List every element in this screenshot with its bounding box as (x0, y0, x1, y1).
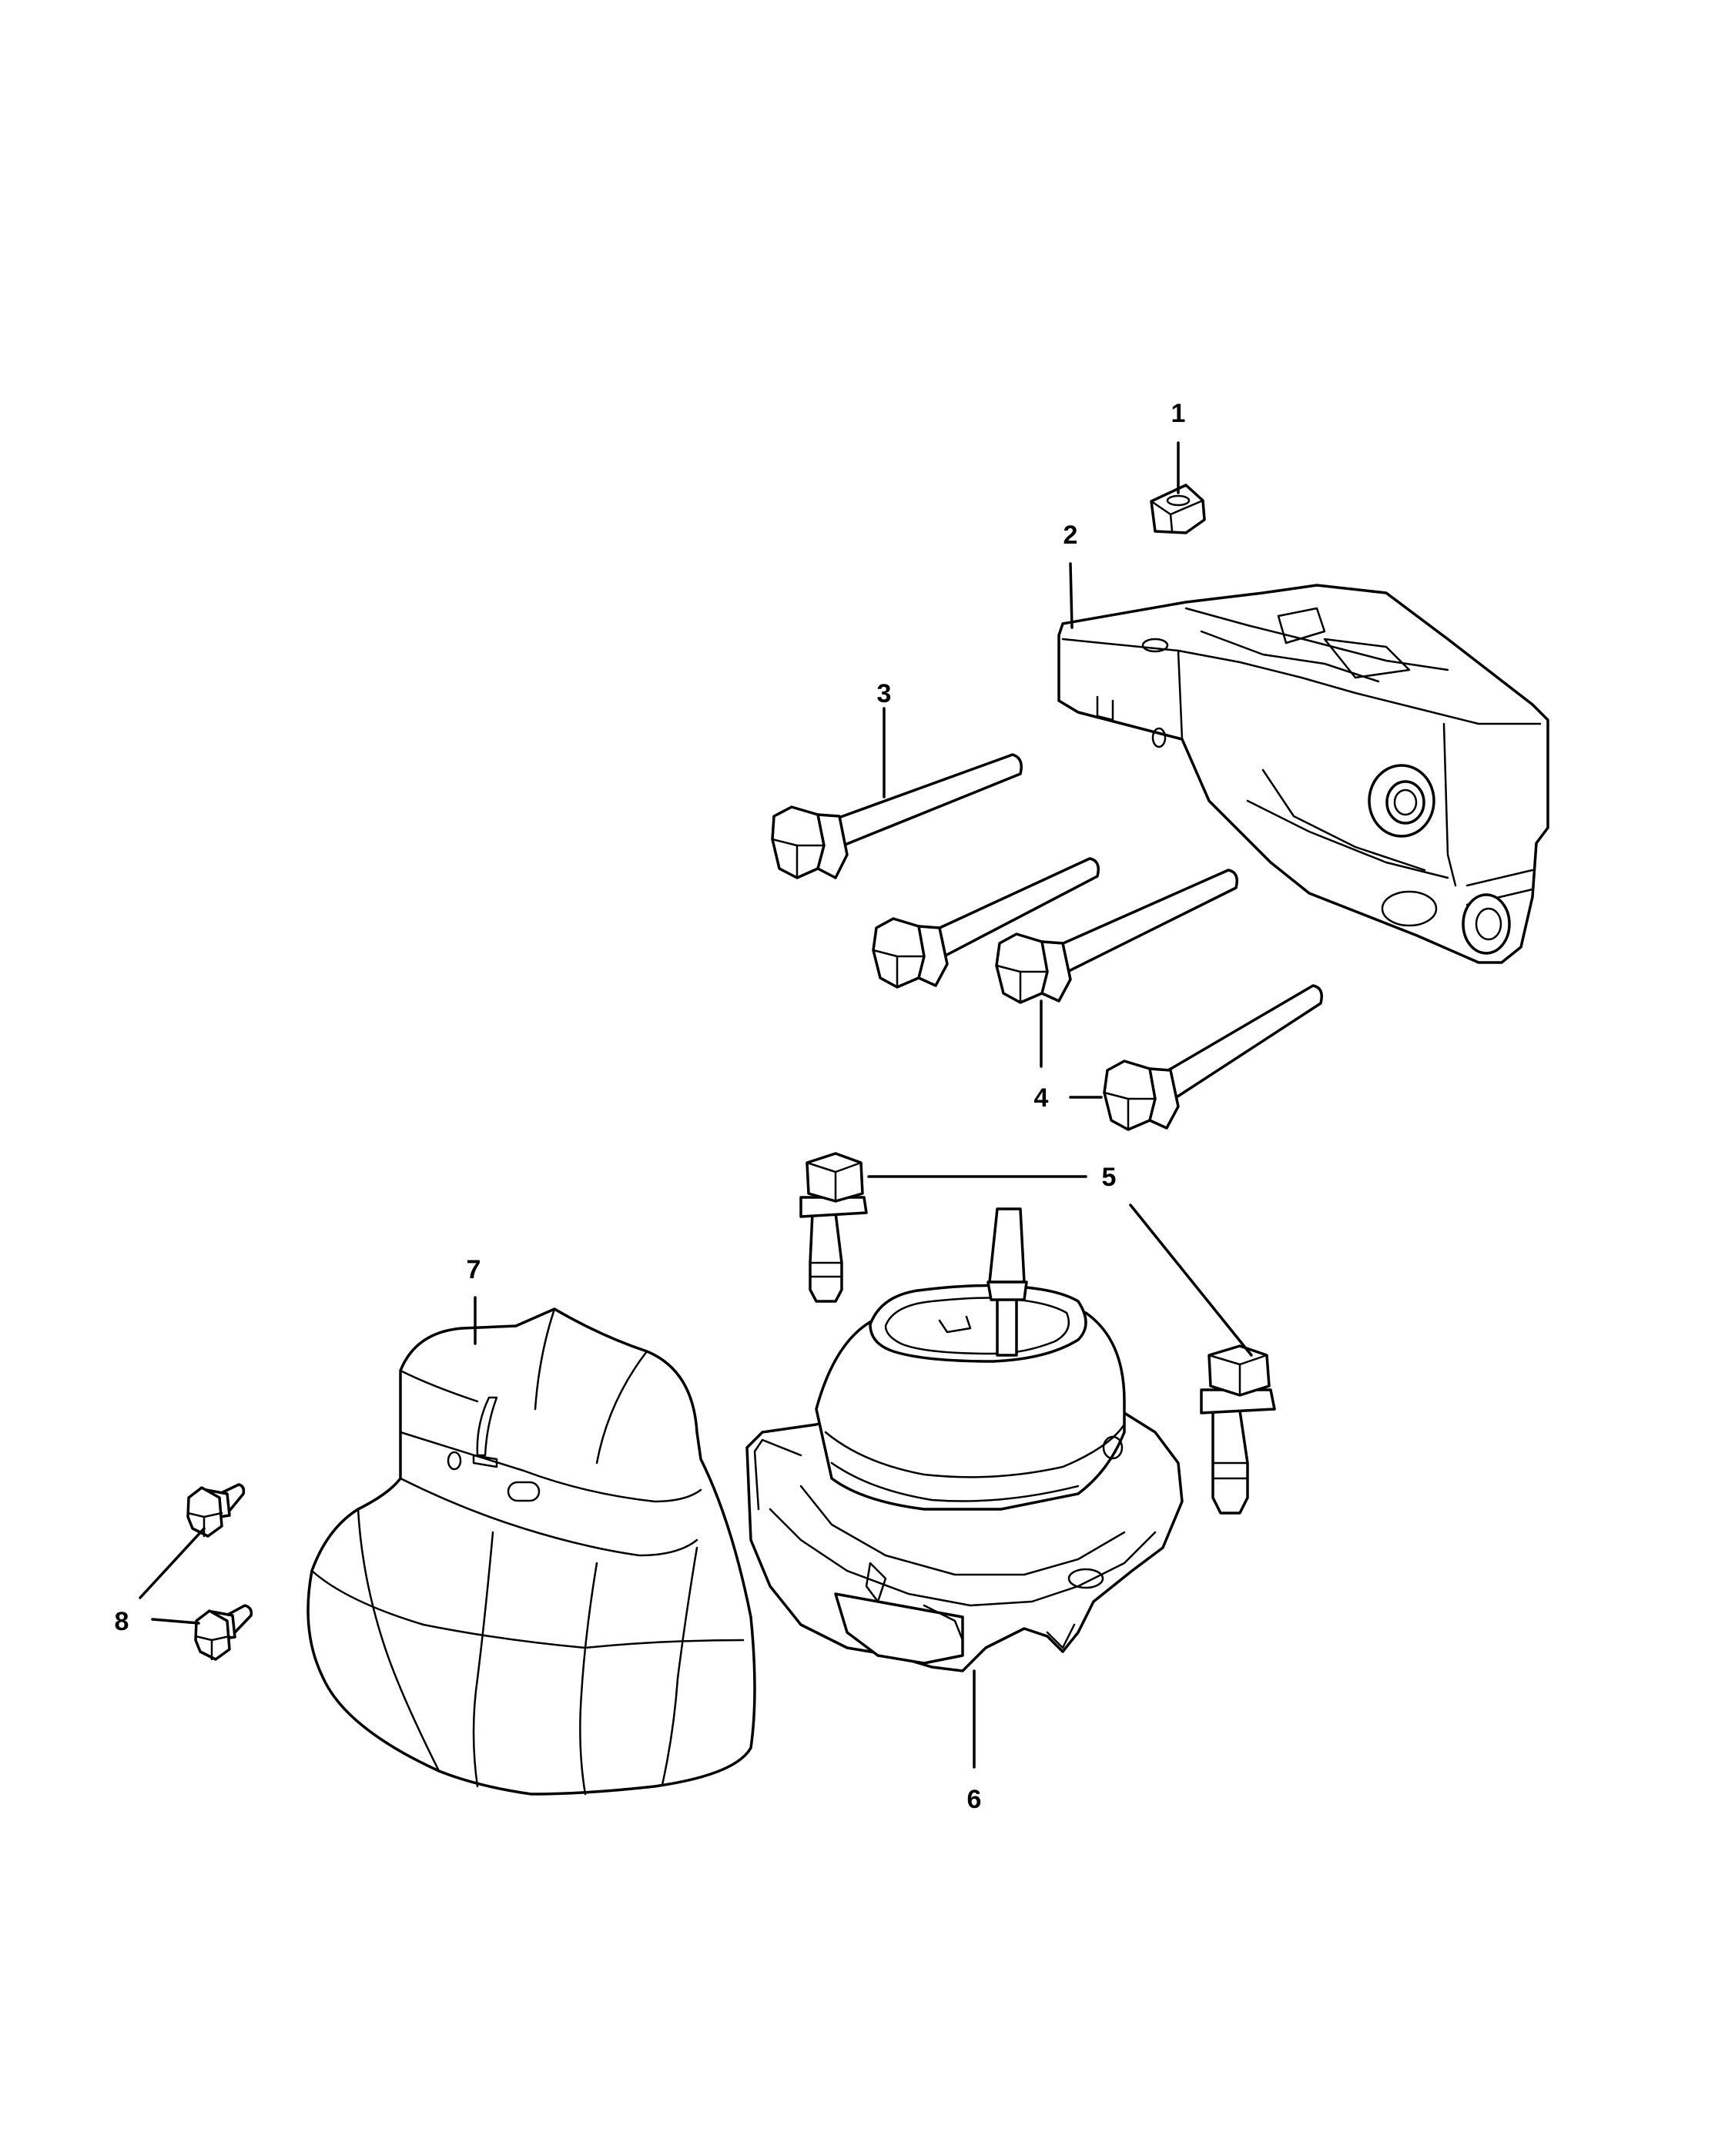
leader-lines (139, 441, 1253, 1769)
callout-5: 5 (1102, 1163, 1117, 1192)
part-3-long-bolt (771, 753, 1023, 879)
part-2-mount-bracket (1057, 584, 1549, 964)
part-1-hex-nut (1150, 484, 1206, 534)
bolt-middle (872, 857, 1100, 989)
part-4-bolt-upper (995, 869, 1238, 1004)
callout-6: 6 (967, 1785, 982, 1814)
callout-4: 4 (1034, 1083, 1049, 1113)
callout-3: 3 (877, 679, 892, 708)
callout-8: 8 (115, 1607, 129, 1636)
leader-8a (139, 1527, 206, 1599)
part-8-small-bolt-upper (186, 1483, 246, 1538)
leader-5b (1129, 1204, 1253, 1357)
leader-2 (1069, 562, 1074, 629)
callout-7: 7 (467, 1255, 481, 1284)
callout-2: 2 (1063, 521, 1078, 550)
callouts: 1 2 3 4 5 6 7 8 (115, 399, 1186, 1814)
leader-8b (151, 1618, 200, 1625)
part-6-engine-mount (745, 1207, 1184, 1672)
part-4-bolt-lower (1103, 984, 1323, 1131)
part-8-small-bolt-lower (194, 1604, 253, 1661)
part-5-flange-bolt-right (1200, 1344, 1276, 1515)
part-7-heat-shield (306, 1307, 756, 1796)
part-5-flange-bolt-left (799, 1152, 868, 1303)
callout-1: 1 (1171, 399, 1186, 428)
